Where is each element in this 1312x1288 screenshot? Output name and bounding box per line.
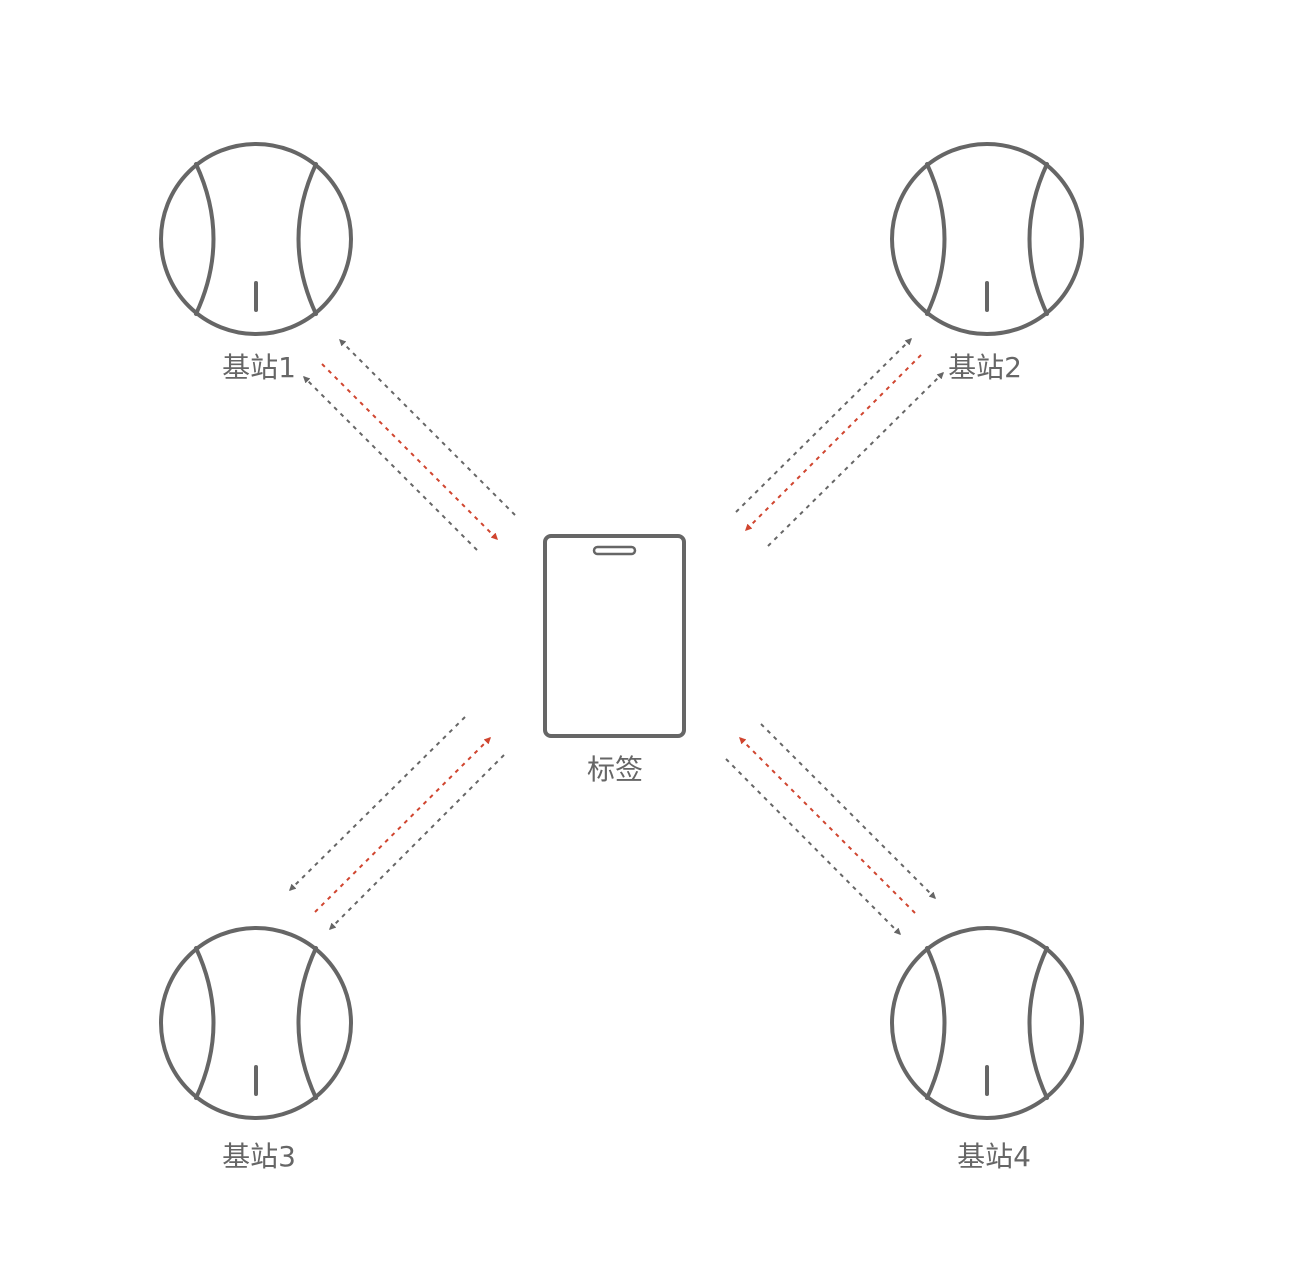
- base-station-3: 基站3: [159, 926, 353, 1173]
- signal-arrow: [289, 716, 466, 891]
- signal-arrow: [339, 339, 516, 516]
- signals-station-4: [725, 723, 936, 935]
- base-station-icon: [890, 142, 1084, 336]
- signal-arrow: [303, 376, 478, 551]
- base-station-label: 基站3: [222, 1140, 296, 1173]
- signal-arrow: [760, 723, 936, 899]
- signal-arrow: [735, 338, 912, 513]
- signal-arrow-red: [739, 737, 916, 914]
- signal-arrow: [725, 758, 901, 935]
- signal-arrow-red: [321, 363, 498, 540]
- base-station-1: 基站1: [159, 142, 353, 384]
- signal-arrow-red: [314, 737, 491, 913]
- signals-station-3: [289, 716, 505, 930]
- tag-label: 标签: [587, 753, 643, 786]
- signal-arrow: [329, 754, 505, 930]
- base-station-icon: [159, 142, 353, 336]
- signal-arrow: [767, 372, 944, 547]
- base-station-icon: [890, 926, 1084, 1120]
- signal-arrow-red: [745, 354, 922, 531]
- signals-station-2: [735, 338, 944, 547]
- tag-card-icon: [543, 534, 686, 738]
- base-station-icon: [159, 926, 353, 1120]
- base-station-label: 基站4: [957, 1140, 1031, 1173]
- base-station-label: 基站2: [948, 351, 1022, 384]
- base-station-2: 基站2: [890, 142, 1084, 384]
- tag: 标签: [543, 534, 686, 786]
- signals-station-1: [303, 339, 516, 551]
- base-station-4: 基站4: [890, 926, 1084, 1173]
- base-station-label: 基站1: [222, 351, 296, 384]
